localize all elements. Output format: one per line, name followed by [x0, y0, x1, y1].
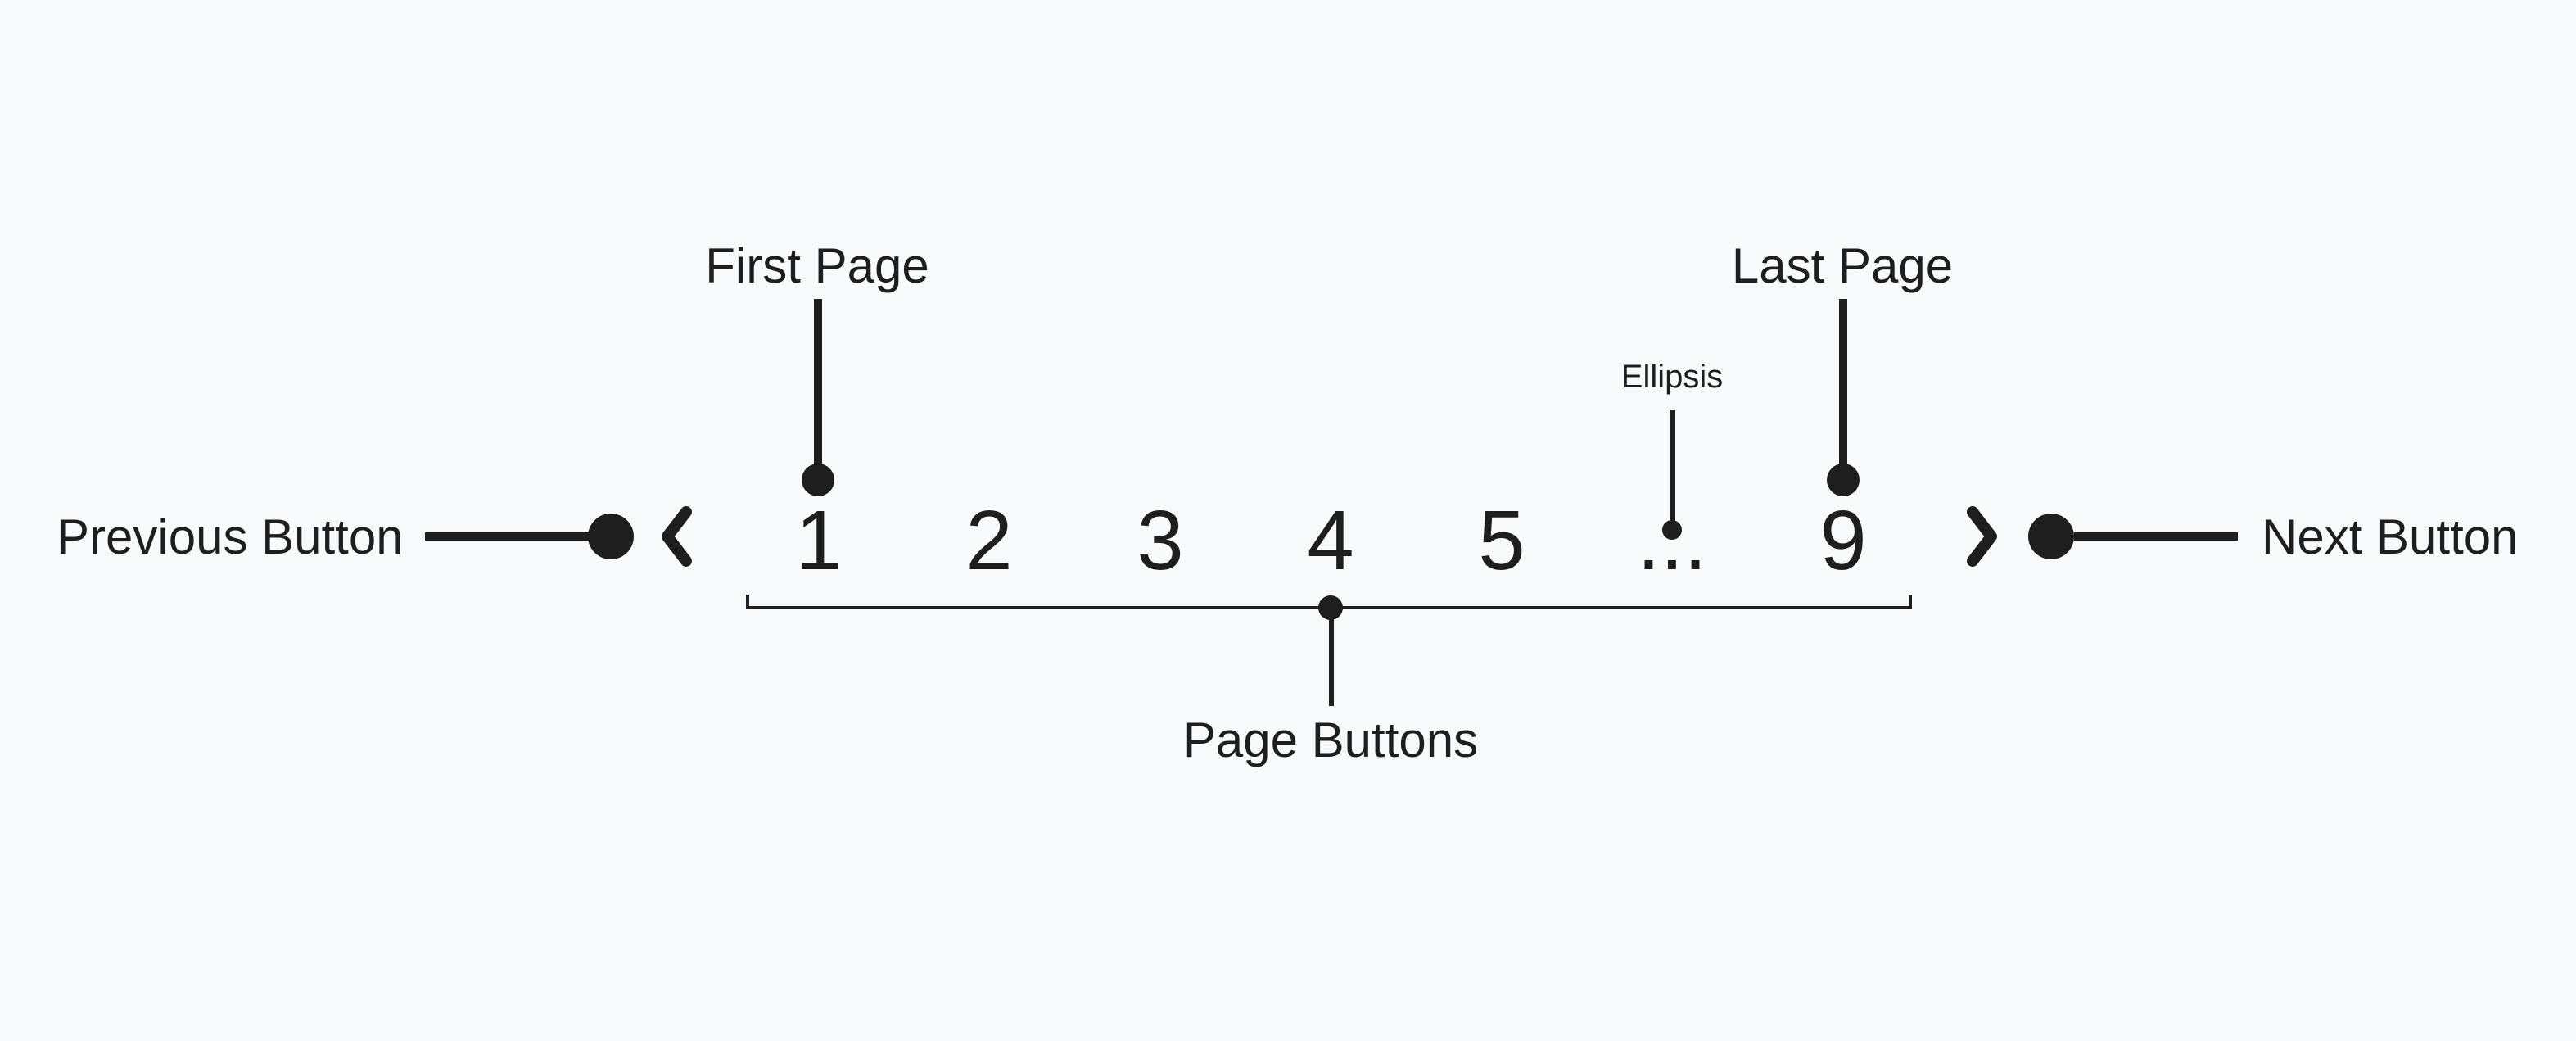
page-button-1[interactable]: 1 — [795, 493, 843, 587]
next-pointer-dot — [2028, 514, 2074, 559]
previous-pointer-dot — [588, 514, 634, 559]
page-button-3[interactable]: 3 — [1137, 493, 1184, 587]
last-page-pointer-dot — [1827, 464, 1860, 496]
first-page-label: First Page — [705, 238, 929, 293]
chevron-right-icon[interactable] — [1960, 505, 2003, 568]
page-button-9[interactable]: 9 — [1819, 493, 1867, 587]
first-page-pointer-dot — [802, 464, 834, 496]
page-button-2[interactable]: 2 — [965, 493, 1013, 587]
chevron-left-icon[interactable] — [656, 505, 698, 568]
next-pointer-line — [2074, 532, 2238, 541]
previous-button-label: Previous Button — [56, 509, 404, 564]
first-page-pointer-line — [814, 299, 822, 467]
ellipsis-label: Ellipsis — [1620, 359, 1724, 395]
page-button-4[interactable]: 4 — [1307, 493, 1354, 587]
last-page-label: Last Page — [1731, 238, 1954, 293]
next-button-label: Next Button — [2262, 509, 2519, 564]
page-buttons-label: Page Buttons — [1182, 713, 1479, 767]
last-page-pointer-line — [1839, 299, 1847, 467]
ellipsis-pointer-dot — [1662, 520, 1682, 540]
previous-pointer-line — [425, 532, 589, 541]
page-buttons-pointer-line — [1329, 608, 1334, 706]
ellipsis-pointer-line — [1670, 410, 1675, 524]
page-button-5[interactable]: 5 — [1478, 493, 1525, 587]
